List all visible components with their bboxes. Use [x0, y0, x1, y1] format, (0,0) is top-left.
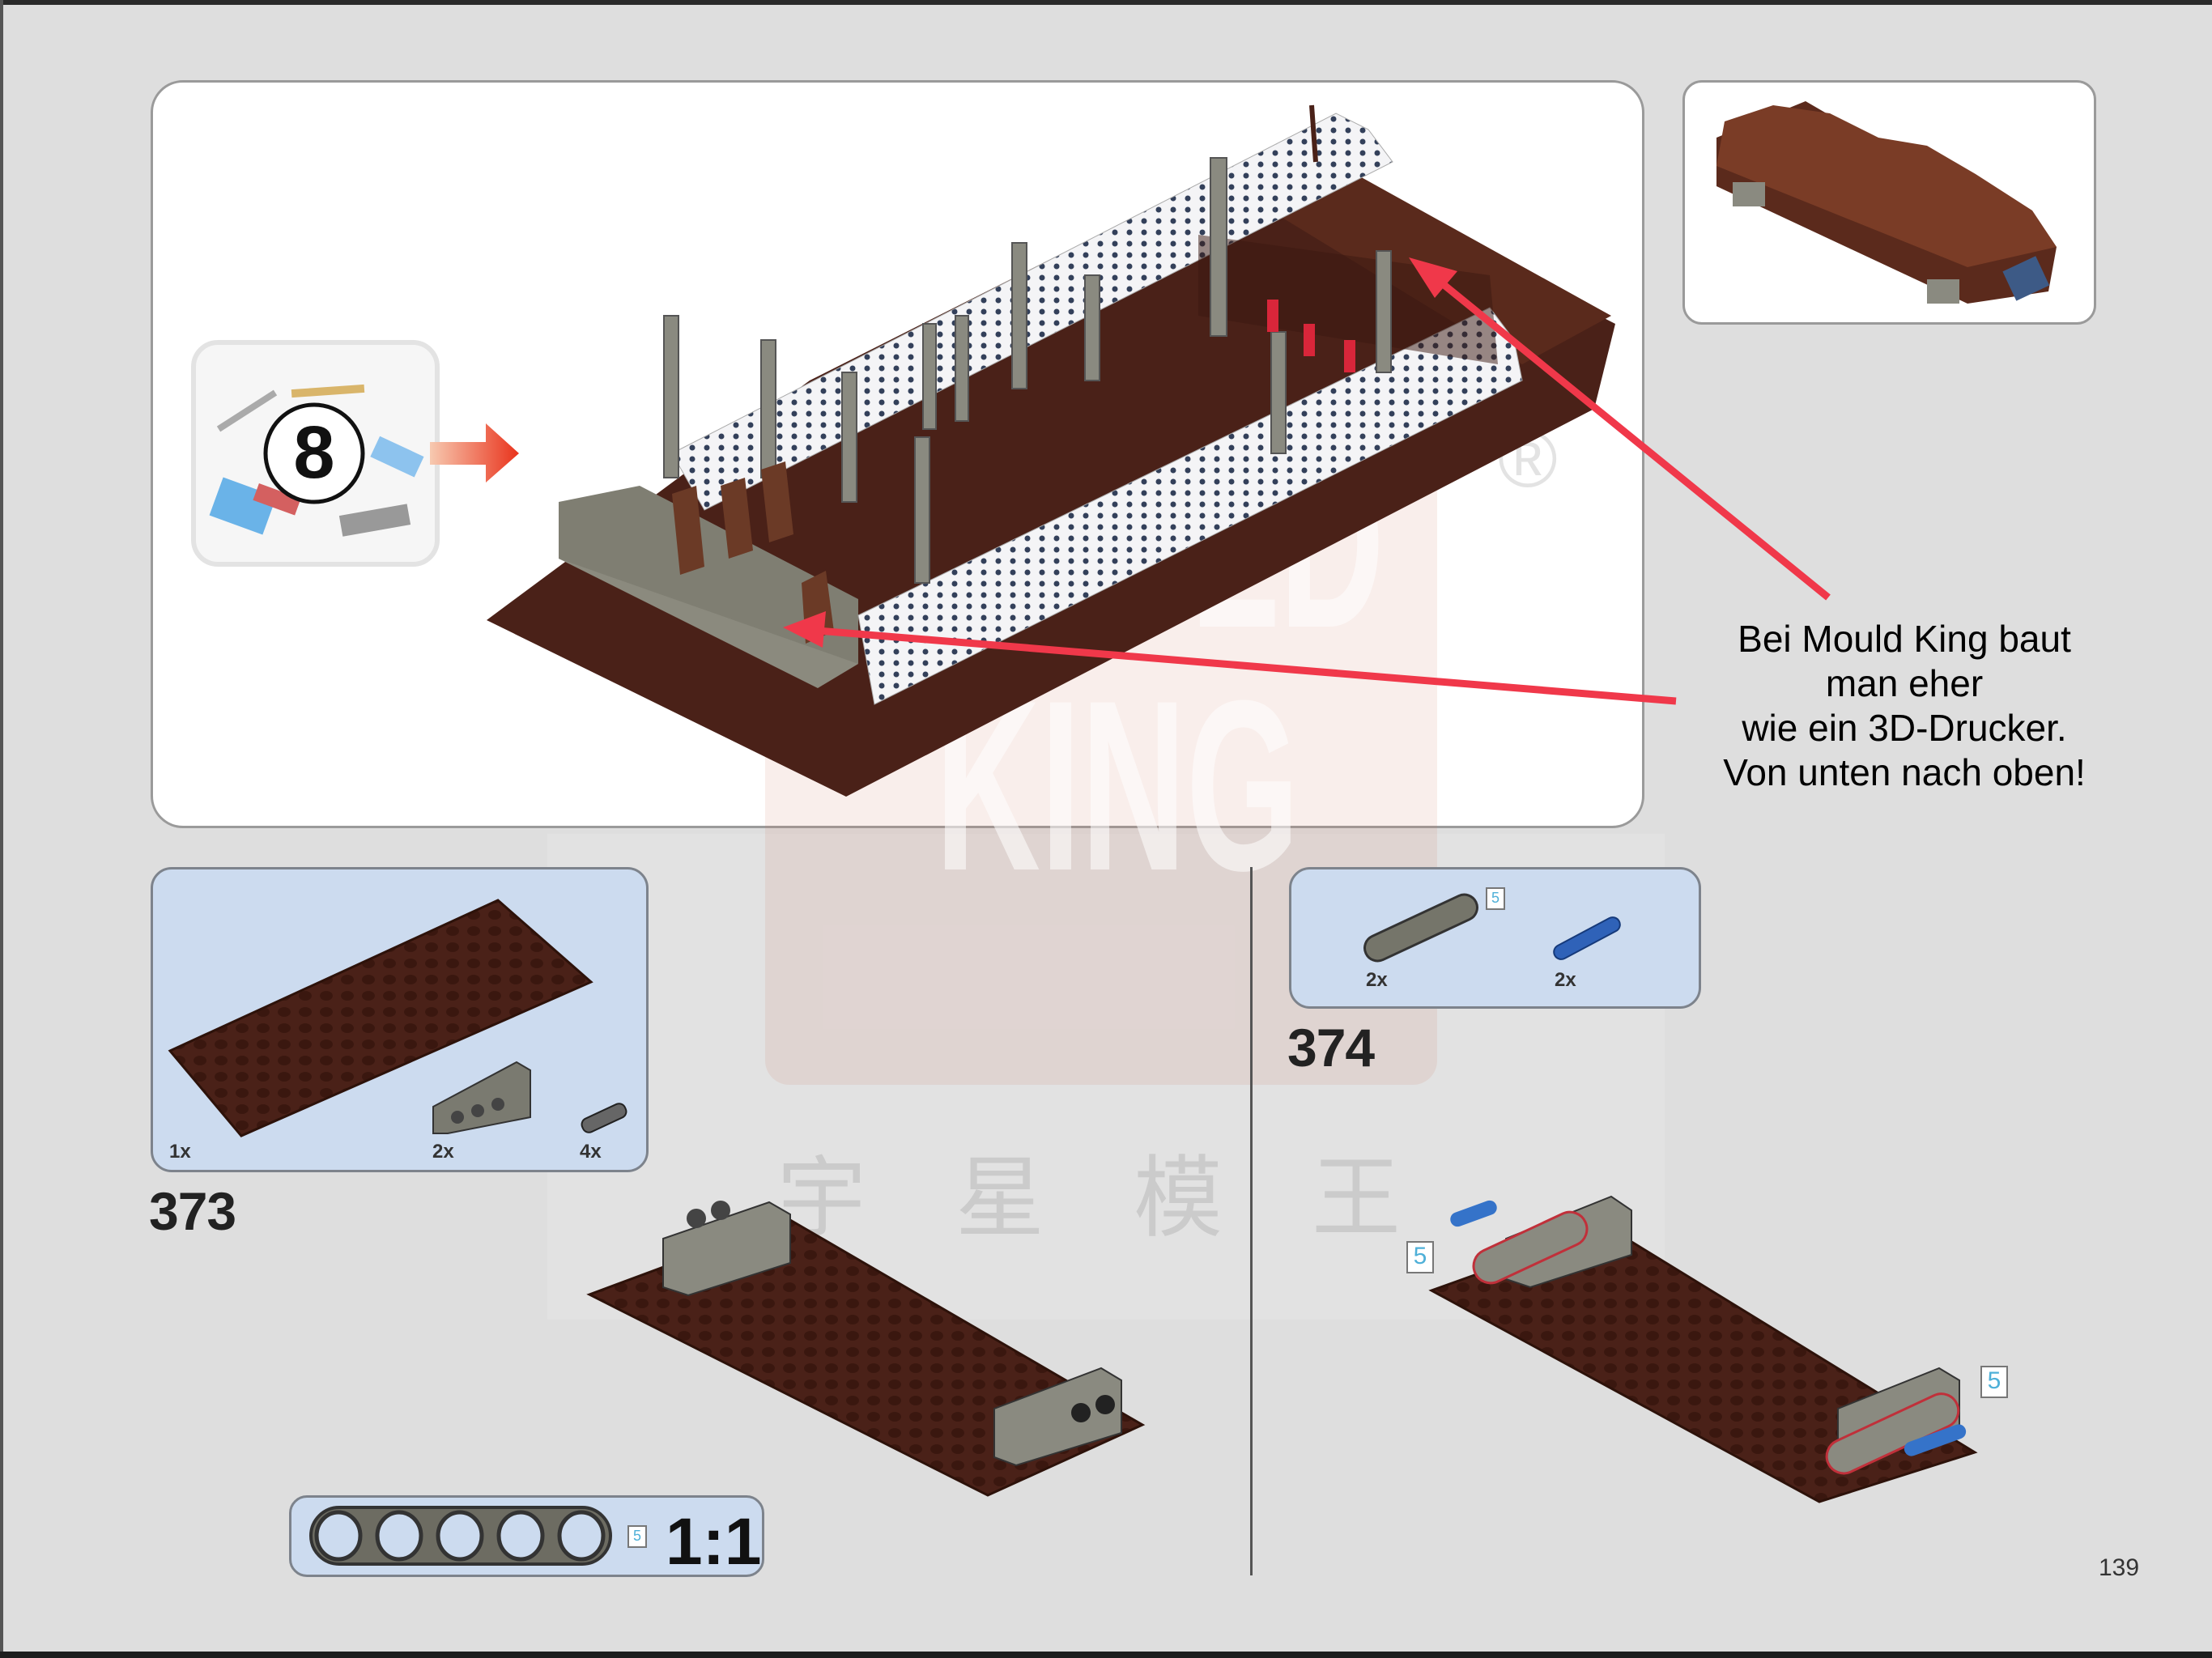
window-left-edge	[0, 0, 3, 1658]
step-374-model	[1428, 1195, 1978, 1503]
length-callout: 5	[1406, 1241, 1434, 1273]
scale-ratio: 1:1	[666, 1505, 762, 1579]
next-arrow-icon	[430, 423, 519, 483]
technic-brick-part-icon	[432, 1061, 531, 1134]
annotation-text: Bei Mould King baut man eher wie ein 3D-…	[1678, 617, 2131, 795]
step-divider	[1250, 867, 1253, 1575]
window-top-edge	[0, 0, 2212, 5]
scale-ruler: 5 1:1	[289, 1495, 764, 1579]
annotation-line: wie ein 3D-Drucker.	[1742, 707, 2067, 749]
length-callout: 5	[627, 1525, 647, 1548]
step-374-parts-list: 2x 2x 5	[1289, 867, 1701, 1009]
annotation-line: Bei Mould King baut	[1738, 618, 2071, 660]
model-preview-thumbnail	[1716, 101, 2057, 304]
bag-number: 8	[293, 411, 334, 494]
part-qty: 2x	[432, 1141, 454, 1163]
brown-plate-part-icon	[168, 899, 593, 1137]
blue-axle-pin-part-icon	[1553, 916, 1621, 960]
step-number-374: 374	[1287, 1018, 1375, 1078]
page-number: 139	[2099, 1554, 2140, 1581]
parts-bag-icon: 8	[191, 340, 440, 567]
step-373-model	[586, 1201, 1146, 1497]
arrow-to-base	[817, 627, 1677, 705]
length-callout: 5	[1486, 887, 1505, 910]
technic-pin-part-icon	[581, 1103, 627, 1133]
arrow-to-upper-deck	[1435, 276, 1831, 601]
length-callout: 5	[1980, 1366, 2008, 1398]
technic-beam-part-icon	[1363, 893, 1478, 963]
part-qty: 4x	[580, 1141, 602, 1163]
window-bottom-edge	[0, 1652, 2212, 1658]
part-qty: 1x	[169, 1141, 191, 1163]
beam-5-icon	[309, 1506, 612, 1566]
annotation-arrows	[783, 257, 1831, 705]
part-qty: 2x	[1366, 969, 1388, 991]
part-qty: 2x	[1555, 969, 1576, 991]
ship-hull-model	[487, 104, 1615, 797]
step-number-373: 373	[149, 1181, 236, 1241]
annotation-line: Von unten nach oben!	[1723, 751, 2086, 793]
annotation-line: man eher	[1825, 662, 1984, 704]
